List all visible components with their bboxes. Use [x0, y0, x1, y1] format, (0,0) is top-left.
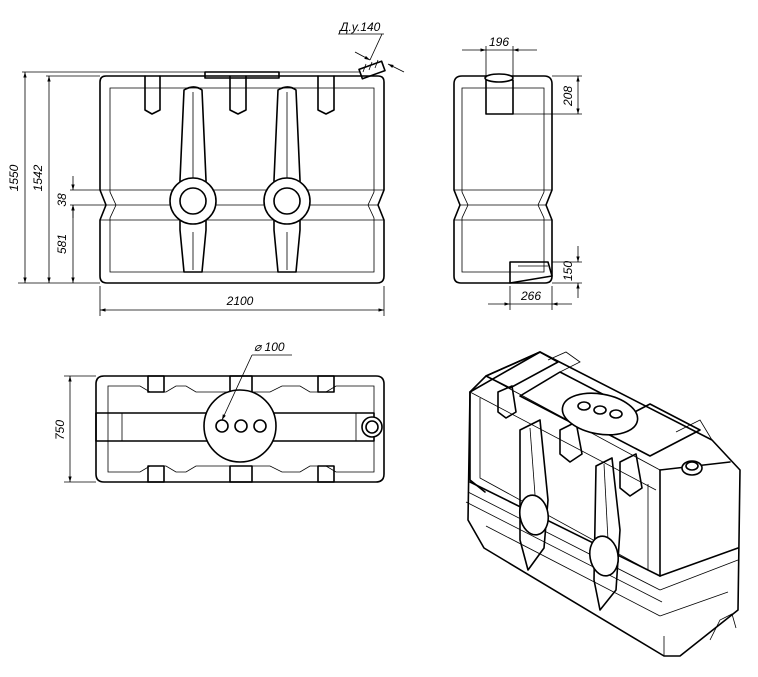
- dim-height-body: 1542: [31, 164, 45, 191]
- dim-hatch-height: 208: [561, 86, 575, 107]
- dim-hole-diameter: ⌀ 100: [254, 340, 285, 354]
- isometric-view: [465, 351, 741, 657]
- dim-hatch-width: 196: [489, 35, 509, 49]
- dim-lower-height: 581: [55, 234, 69, 254]
- front-dimensions: 1550 1542 38 581 2100 Д.у.140: [7, 20, 405, 316]
- dim-length: 2100: [226, 294, 254, 308]
- dim-width: 750: [53, 420, 67, 440]
- dim-band-height: 38: [55, 193, 69, 207]
- top-view: [95, 375, 385, 483]
- side-dimensions: 196 208 150 266: [462, 35, 582, 310]
- dim-height-total: 1550: [7, 164, 21, 191]
- dim-outlet-height: 150: [561, 261, 575, 281]
- side-view: [453, 73, 553, 284]
- dim-outlet-width: 266: [520, 289, 541, 303]
- top-dimensions: 750 ⌀ 100: [53, 340, 292, 483]
- dim-nozzle-label: Д.у.140: [338, 20, 381, 34]
- front-view: [99, 59, 386, 284]
